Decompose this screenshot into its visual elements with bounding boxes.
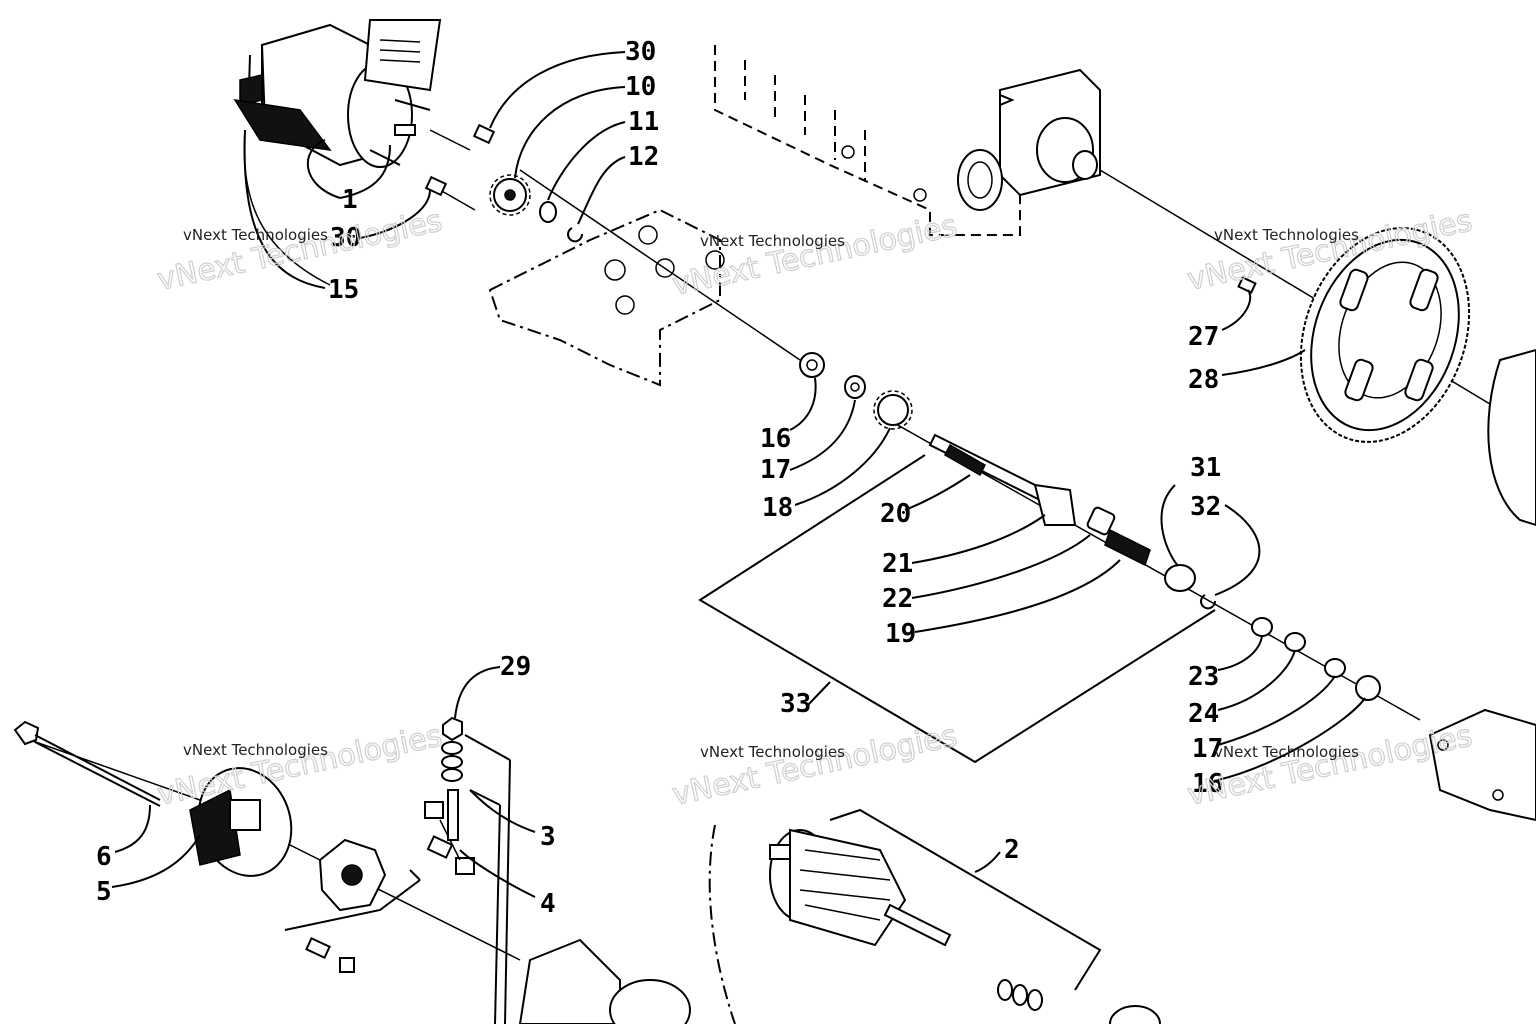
- callout-28: 28: [1188, 365, 1219, 395]
- drive-assembly: [799, 352, 1381, 701]
- callout-29: 29: [500, 652, 531, 682]
- callout-33: 33: [780, 689, 811, 719]
- brush-holder: [318, 838, 387, 912]
- brushes: [305, 801, 475, 973]
- assembly-bracket-33: [698, 454, 1216, 764]
- callout-32: 32: [1190, 492, 1221, 522]
- svg-text:vNext Technologies: vNext Technologies: [669, 208, 960, 303]
- callout-1: 1: [342, 185, 358, 215]
- watermark-bottom-left: vNext Technologies vNext Technologies: [154, 718, 446, 814]
- svg-text:vNext Technologies: vNext Technologies: [1184, 718, 1475, 813]
- svg-text:vNext Technologies: vNext Technologies: [669, 718, 960, 813]
- callout-23: 23: [1188, 662, 1219, 692]
- svg-text:vNext Technologies: vNext Technologies: [183, 226, 328, 244]
- yoke-housing: [518, 938, 691, 1024]
- callout-labels: 30 10 11 12 1 30 15 27 28 16 17 18 20 31…: [96, 37, 1223, 919]
- starter-small-parts: [424, 123, 584, 243]
- armature-washers: [997, 979, 1161, 1024]
- engine-block-outline: [714, 45, 1101, 236]
- end-cover: [189, 767, 293, 877]
- svg-text:vNext Technologies: vNext Technologies: [154, 203, 445, 298]
- callout-19: 19: [885, 619, 916, 649]
- mounting-bracket: [488, 208, 725, 387]
- through-bolt: [13, 720, 161, 807]
- bolt-27: [1237, 276, 1257, 294]
- callout-2: 2: [1004, 835, 1020, 865]
- armature: [769, 828, 952, 947]
- callout-17-upper: 17: [760, 455, 791, 485]
- armature-dashed-guide: [708, 824, 736, 1024]
- callout-24: 24: [1188, 699, 1219, 729]
- armature-bracket: [829, 808, 1102, 991]
- callout-27: 27: [1188, 322, 1219, 352]
- svg-text:vNext Technologies: vNext Technologies: [700, 232, 845, 250]
- callout-18: 18: [762, 493, 793, 523]
- svg-text:vNext Technologies: vNext Technologies: [183, 741, 328, 759]
- callout-21: 21: [882, 549, 913, 579]
- drive-end-housing: [1428, 708, 1536, 822]
- callout-5: 5: [96, 877, 112, 907]
- callout-20: 20: [880, 499, 911, 529]
- callout-10: 10: [625, 72, 656, 102]
- callout-11: 11: [628, 107, 659, 137]
- flywheel-ring-gear: [1299, 227, 1536, 527]
- watermark-top-left: vNext Technologies vNext Technologies: [154, 203, 446, 299]
- svg-text:vNext Technologies: vNext Technologies: [1214, 226, 1359, 244]
- callout-30-top: 30: [625, 37, 656, 67]
- svg-text:vNext Technologies: vNext Technologies: [154, 718, 445, 813]
- callout-22: 22: [882, 584, 913, 614]
- terminal-stack: [441, 716, 511, 1024]
- callout-3: 3: [540, 822, 556, 852]
- brush-plate-outline: [284, 869, 421, 931]
- watermark-bottom-right: vNext Technologies vNext Technologies: [1184, 718, 1476, 814]
- callout-31: 31: [1190, 453, 1221, 483]
- callout-30-bottom: 30: [330, 223, 361, 253]
- watermark-bottom-center: vNext Technologies vNext Technologies: [669, 718, 961, 814]
- starter-motor: [233, 19, 442, 286]
- callout-16-upper: 16: [760, 424, 791, 454]
- callout-15: 15: [328, 275, 359, 305]
- leader-lines: [111, 51, 1366, 898]
- callout-6: 6: [96, 842, 112, 872]
- callout-4: 4: [540, 889, 556, 919]
- svg-text:vNext Technologies: vNext Technologies: [700, 743, 845, 761]
- callout-16-lower: 16: [1192, 769, 1223, 799]
- callout-17-lower: 17: [1192, 734, 1223, 764]
- pinion-gear: [489, 174, 531, 216]
- watermark-top-center: vNext Technologies vNext Technologies: [669, 208, 961, 304]
- svg-text:vNext Technologies: vNext Technologies: [1214, 743, 1359, 761]
- callout-12: 12: [628, 142, 659, 172]
